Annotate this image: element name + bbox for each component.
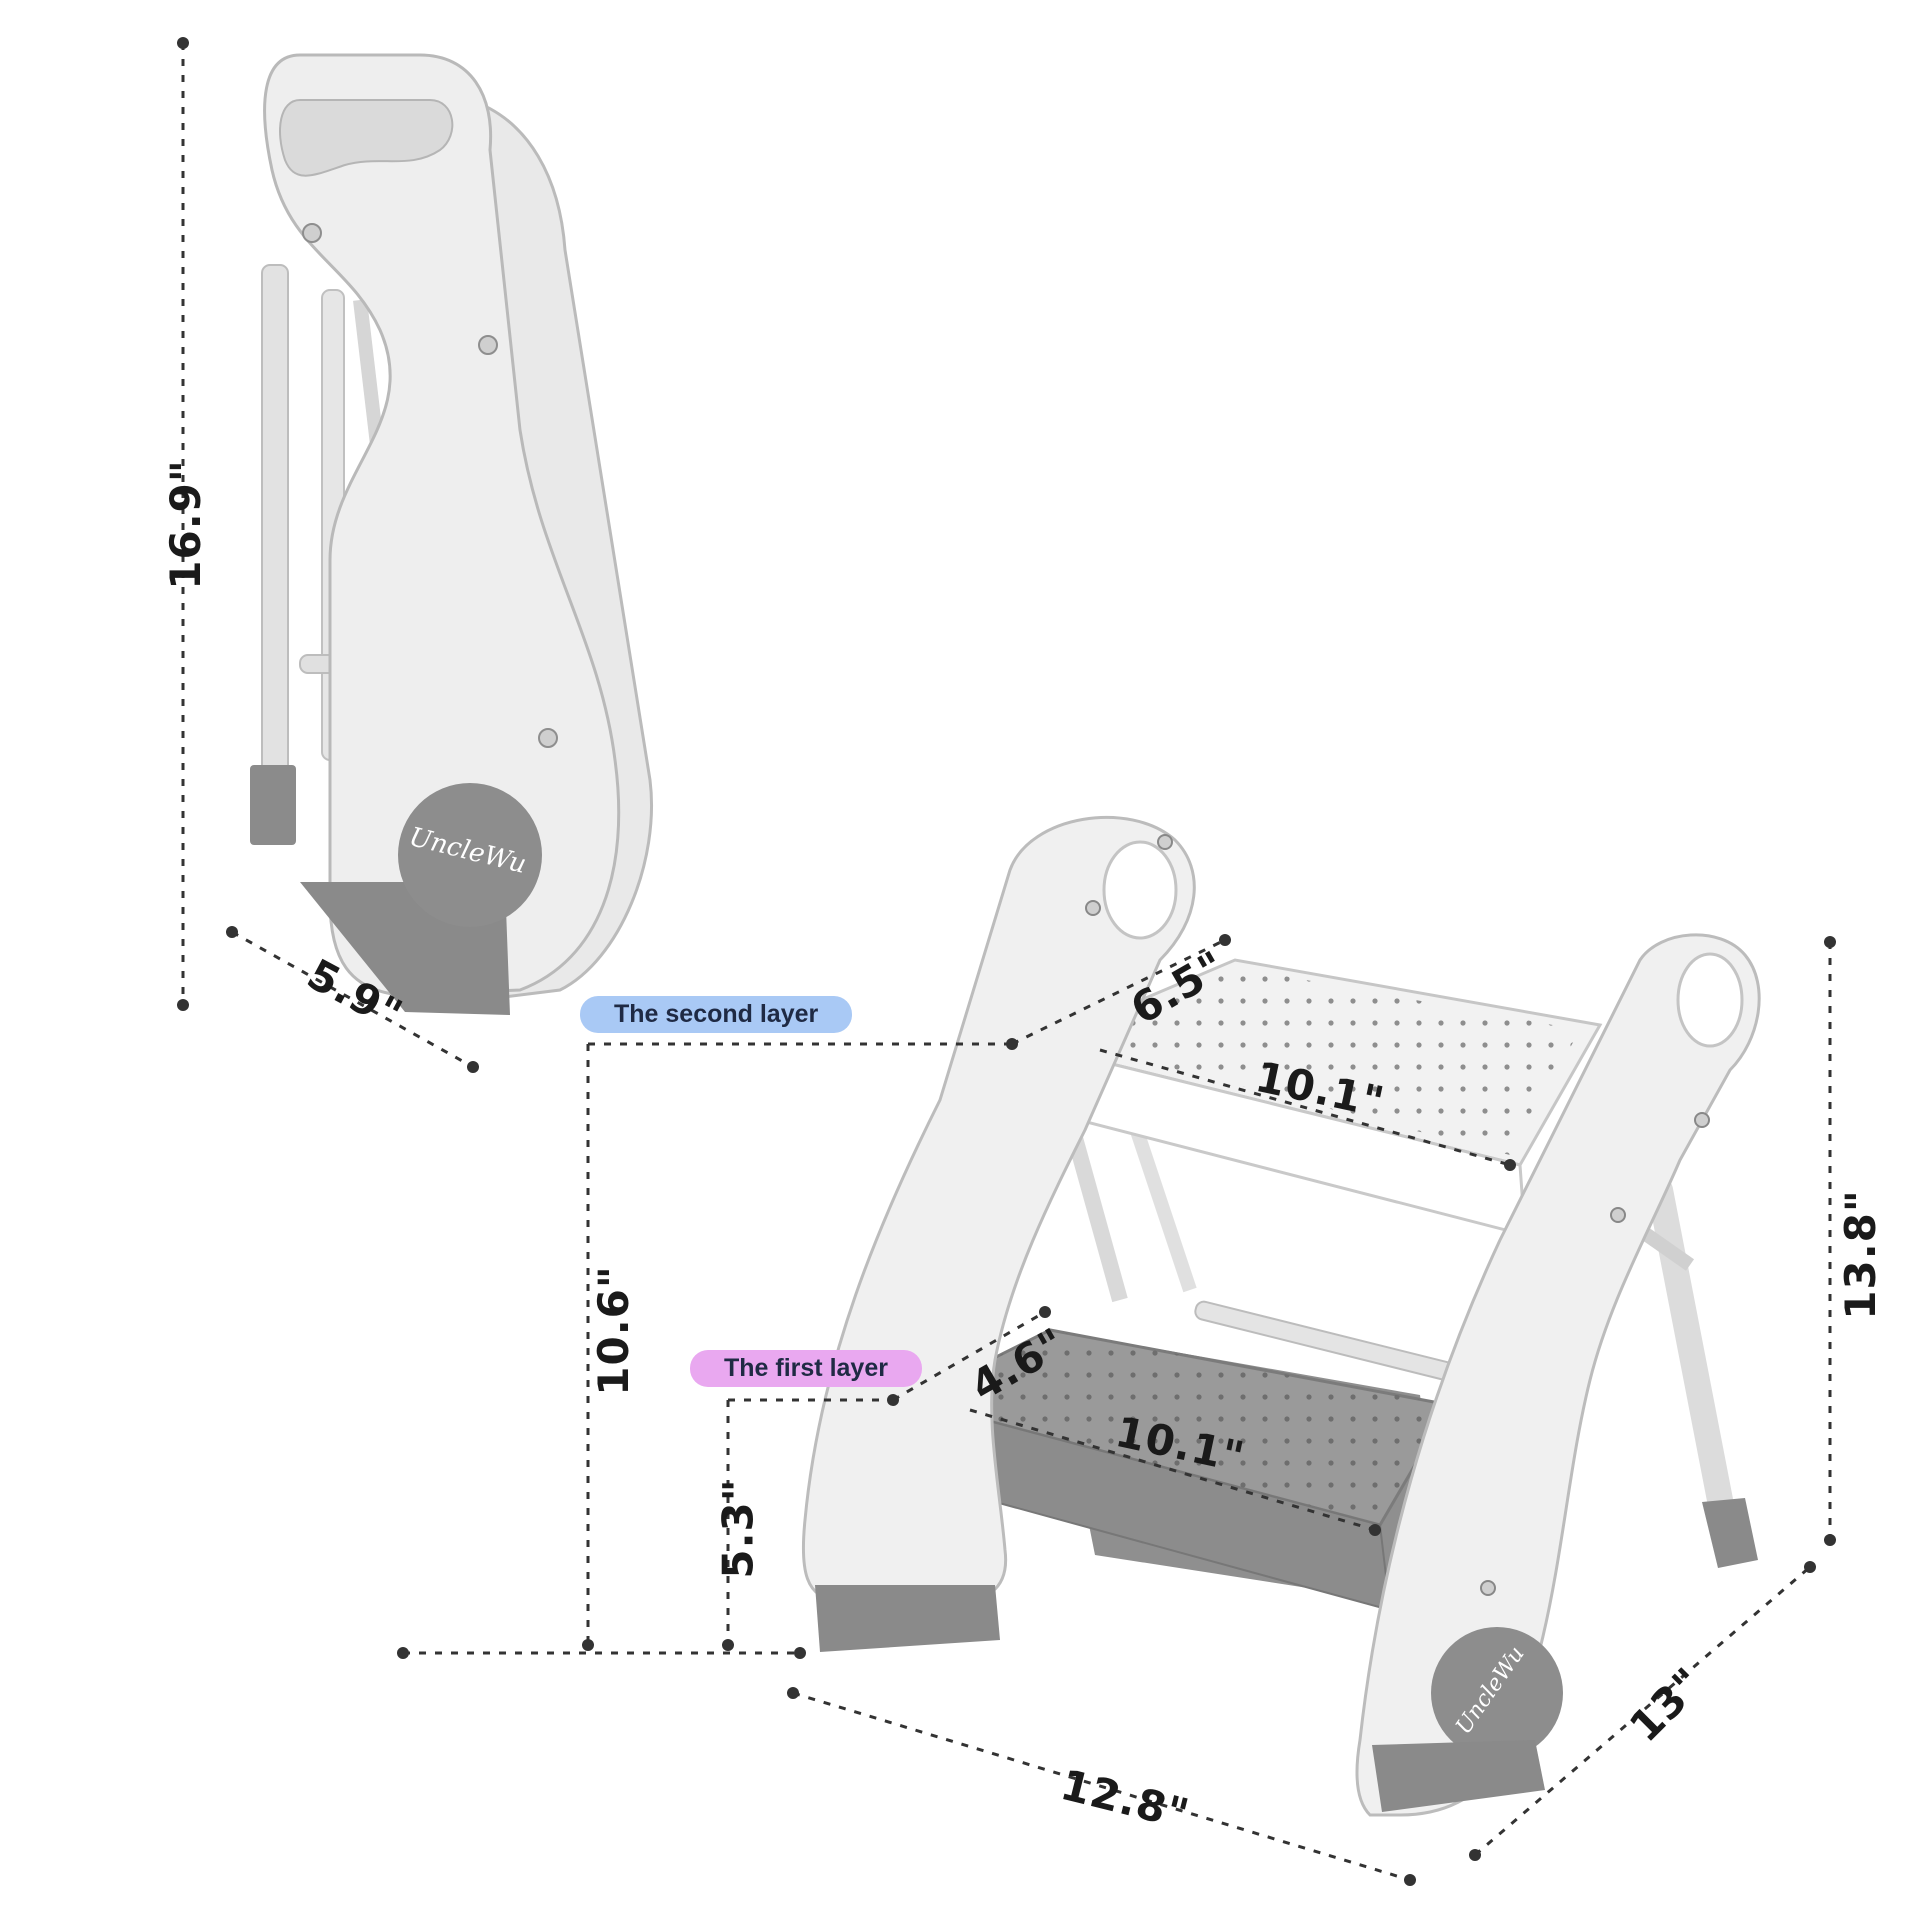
folded-leg-foot bbox=[250, 765, 296, 845]
left-frame-foot bbox=[815, 1585, 1000, 1652]
folded-height-label: 16.9" bbox=[160, 459, 210, 590]
open-stool bbox=[801, 815, 1761, 1817]
folded-stool bbox=[250, 53, 653, 1015]
second-layer-height-label: 10.6" bbox=[588, 1265, 638, 1396]
dimension-endpoints bbox=[177, 37, 1836, 1886]
open-height-label: 13.8" bbox=[1835, 1189, 1885, 1320]
second-layer-label: The second layer bbox=[580, 996, 853, 1033]
first-layer-height-label: 5.3" bbox=[713, 1478, 763, 1579]
left-side-frame bbox=[801, 815, 1196, 1603]
open-logo-disk bbox=[1431, 1627, 1563, 1759]
left-handle-hole bbox=[1102, 840, 1178, 940]
right-frame-foot bbox=[1372, 1740, 1545, 1812]
dimension-lines bbox=[181, 43, 1832, 1882]
right-side-frame bbox=[1355, 933, 1761, 1817]
rear-leg-foot bbox=[1702, 1498, 1758, 1568]
right-handle-hole bbox=[1676, 952, 1744, 1048]
folded-logo-disk bbox=[398, 783, 542, 927]
folded-handle-hole bbox=[279, 99, 454, 177]
first-layer-label: The first layer bbox=[690, 1350, 922, 1387]
